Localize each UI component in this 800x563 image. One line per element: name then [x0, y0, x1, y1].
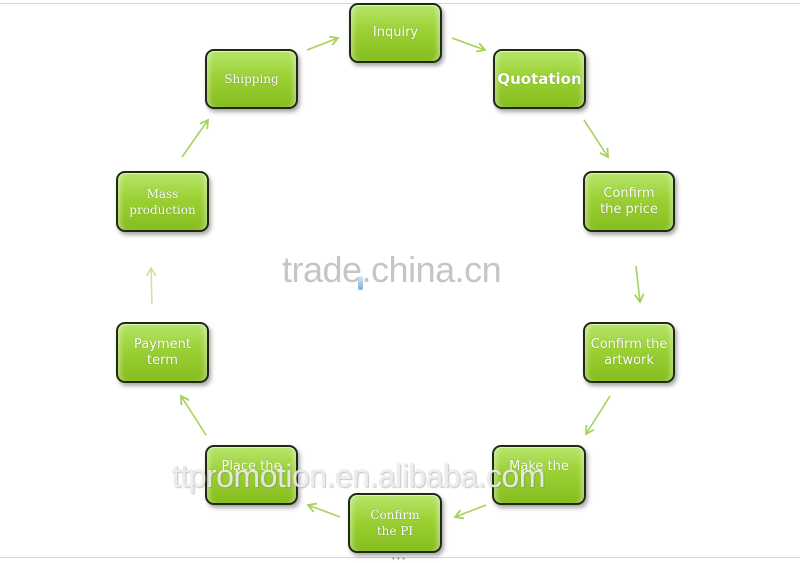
- arrow-confirm-pi-to-place: [306, 502, 341, 518]
- node-inquiry: Inquiry: [349, 3, 442, 63]
- watermark-logo-icon: [358, 276, 363, 290]
- arrow-confirm-price-to-artwork: [633, 265, 645, 304]
- arrow-place-to-payment: [180, 394, 207, 436]
- arrow-make-to-confirm-pi: [453, 504, 487, 520]
- arrow-inquiry-to-quotation: [451, 37, 487, 53]
- frame-bottom-border: [0, 557, 800, 558]
- node-shipping: Shipping: [205, 49, 298, 109]
- arrow-quotation-to-confirm-price: [583, 119, 609, 159]
- node-quotation: Quotation: [493, 49, 586, 109]
- node-confirm-the-artwork: Confirm the artwork: [583, 322, 675, 383]
- node-confirm-the-price: Confirm the price: [583, 171, 675, 232]
- arrow-artwork-to-make: [585, 395, 611, 436]
- node-mass-production: Mass production: [116, 171, 209, 232]
- arrow-payment-to-mass: [145, 266, 157, 305]
- node-confirm-the-pi: Confirm the PI: [348, 493, 442, 553]
- resize-grip-icon[interactable]: •••: [391, 555, 407, 563]
- arrow-mass-to-shipping: [181, 118, 210, 158]
- arrow-shipping-to-inquiry: [306, 35, 340, 51]
- node-payment-term: Payment term: [116, 322, 209, 383]
- node-place-the-order: Place the: [205, 445, 298, 505]
- node-make-the-sample: Make the: [492, 445, 586, 505]
